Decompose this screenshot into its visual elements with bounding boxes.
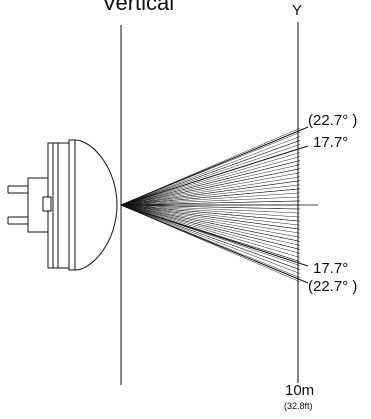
diagram-title: Vertical bbox=[102, 0, 175, 15]
beam-ray bbox=[120, 192, 301, 206]
beam-ray bbox=[120, 204, 301, 226]
beam-ray bbox=[120, 204, 301, 254]
inner-lower-boundary-ray bbox=[120, 204, 309, 267]
beam-ray bbox=[120, 152, 301, 206]
inner-upper-angle-label: 17.7° bbox=[313, 134, 349, 151]
beam-ray bbox=[120, 184, 301, 206]
beam-ray bbox=[120, 156, 301, 206]
lamp-icon bbox=[7, 139, 118, 271]
beam-ray bbox=[120, 144, 301, 206]
beam-ray bbox=[120, 204, 301, 270]
outer-upper-angle-label: (22.7° ) bbox=[308, 112, 358, 129]
distance-imperial-label: (32.8ft) bbox=[284, 401, 313, 411]
beam-rays bbox=[120, 127, 301, 283]
beam-ray bbox=[120, 172, 301, 206]
beam-ray bbox=[120, 204, 301, 222]
beam-ray bbox=[120, 200, 301, 206]
beam-ray bbox=[120, 204, 301, 246]
beam-ray bbox=[120, 204, 301, 218]
beam-ray bbox=[120, 188, 301, 206]
beam-ray bbox=[120, 204, 301, 214]
beam-ray bbox=[120, 204, 301, 242]
beam-ray bbox=[120, 136, 301, 206]
beam-ray bbox=[120, 204, 301, 274]
beam-ray bbox=[120, 204, 301, 258]
distance-label: 10m bbox=[285, 382, 315, 399]
beam-ray bbox=[120, 180, 301, 206]
beam-ray bbox=[120, 168, 301, 206]
beam-ray bbox=[120, 160, 301, 206]
beam-ray bbox=[120, 196, 301, 206]
inner-upper-boundary-ray bbox=[120, 145, 309, 206]
beam-ray bbox=[120, 164, 301, 206]
beam-ray bbox=[120, 204, 301, 250]
beam-ray bbox=[120, 204, 301, 230]
y-axis-label: Y bbox=[292, 2, 303, 19]
beam-ray bbox=[120, 176, 301, 206]
outer-upper-boundary-ray bbox=[120, 126, 309, 206]
outer-lower-boundary-ray bbox=[120, 204, 309, 284]
beam-ray bbox=[120, 204, 301, 234]
inner-lower-angle-label: 17.7° bbox=[313, 260, 349, 277]
beam-ray bbox=[120, 204, 301, 210]
outer-lower-angle-label: (22.7° ) bbox=[308, 278, 358, 295]
beam-ray bbox=[120, 204, 301, 238]
beam-ray bbox=[120, 140, 301, 206]
